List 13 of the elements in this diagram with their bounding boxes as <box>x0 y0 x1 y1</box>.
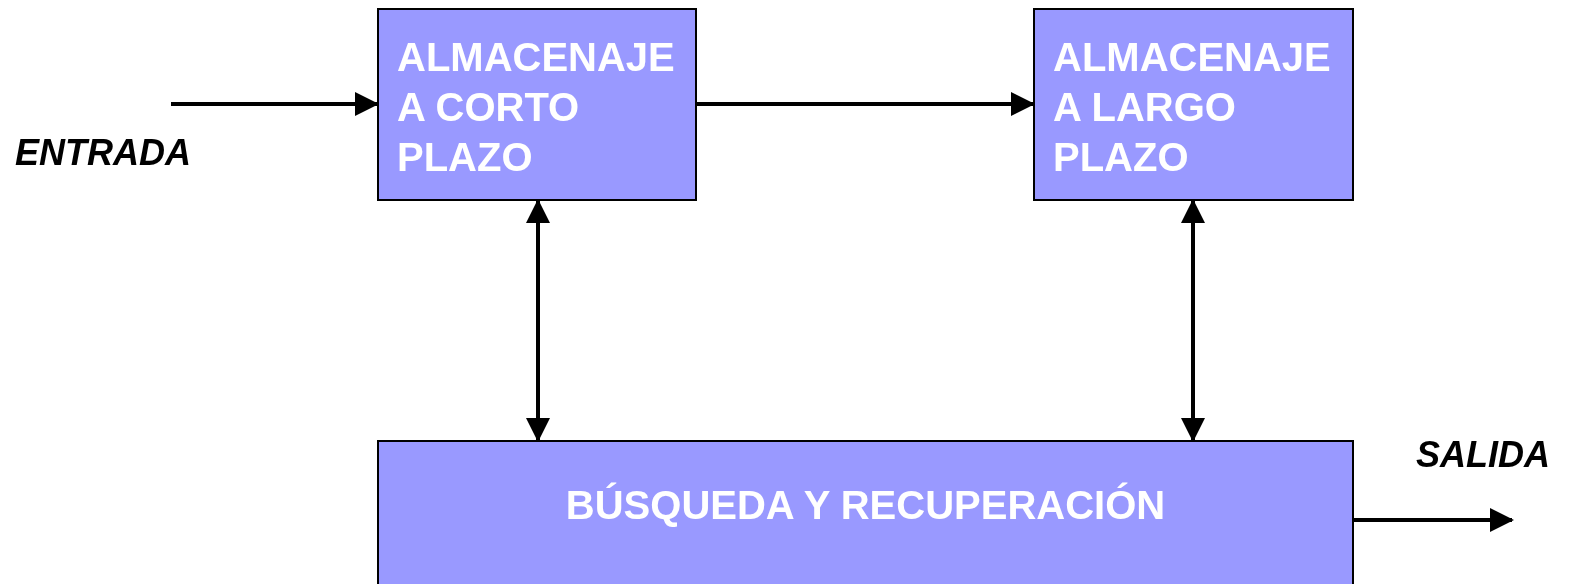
box-label: ALMACENAJE A LARGO PLAZO <box>1053 34 1332 181</box>
edge-label: SALIDA <box>1416 434 1550 476</box>
arrow <box>526 199 550 442</box>
process-box <box>377 440 1354 584</box>
box-label: ALMACENAJE A CORTO PLAZO <box>397 34 676 181</box>
edge-label: ENTRADA <box>15 132 191 174</box>
process-box <box>1033 8 1354 201</box>
process-box <box>377 8 697 201</box>
arrow <box>1354 508 1514 532</box>
arrow <box>697 92 1035 116</box>
arrow <box>171 92 379 116</box>
arrow <box>1181 199 1205 442</box>
box-label: BÚSQUEDA Y RECUPERACIÓN <box>565 481 1166 529</box>
